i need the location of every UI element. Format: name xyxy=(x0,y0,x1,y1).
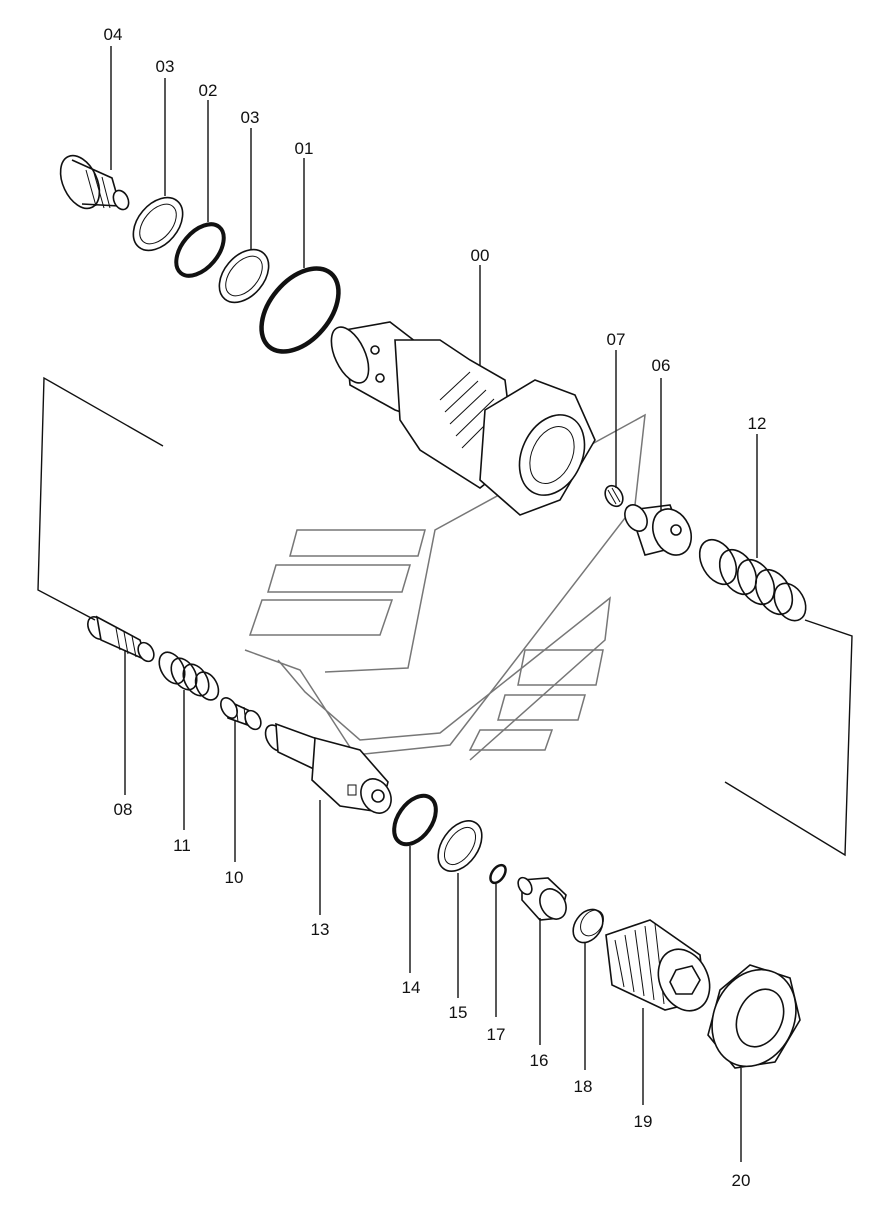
part-10-drawing xyxy=(220,697,262,731)
label-15: 15 xyxy=(449,1003,468,1022)
part-labels: 04 03 02 03 01 00 07 06 12 08 11 10 13 1… xyxy=(104,25,767,1190)
part-02-drawing xyxy=(174,222,226,278)
label-12: 12 xyxy=(748,414,767,433)
label-16: 16 xyxy=(530,1051,549,1070)
part-19-drawing xyxy=(605,919,711,1012)
label-03b: 03 xyxy=(241,108,260,127)
part-17-drawing xyxy=(489,863,507,885)
part-13-drawing xyxy=(264,722,392,814)
label-03a: 03 xyxy=(156,57,175,76)
label-02: 02 xyxy=(199,81,218,100)
label-19: 19 xyxy=(634,1112,653,1131)
part-12-drawing xyxy=(698,538,807,622)
part-01-drawing xyxy=(259,266,341,354)
label-01: 01 xyxy=(295,139,314,158)
label-11: 11 xyxy=(173,836,191,855)
label-08: 08 xyxy=(114,800,133,819)
part-16-drawing xyxy=(517,876,567,921)
part-18-drawing xyxy=(572,908,604,944)
part-00-drawing xyxy=(330,321,596,516)
label-18: 18 xyxy=(574,1077,593,1096)
part-07-drawing xyxy=(604,484,624,508)
part-03a-drawing xyxy=(132,196,184,252)
part-14-drawing xyxy=(392,793,438,847)
part-15-drawing xyxy=(437,820,483,872)
part-04-drawing xyxy=(59,154,130,211)
label-04: 04 xyxy=(104,25,123,44)
label-10: 10 xyxy=(225,868,244,887)
label-13: 13 xyxy=(311,920,330,939)
label-17: 17 xyxy=(487,1025,506,1044)
part-08-drawing xyxy=(87,615,155,663)
part-20-drawing xyxy=(707,964,801,1069)
label-00: 00 xyxy=(471,246,490,265)
label-14: 14 xyxy=(402,978,421,997)
part-06-drawing xyxy=(624,504,693,556)
label-20: 20 xyxy=(732,1171,751,1190)
part-11-drawing xyxy=(158,651,220,701)
part-03b-drawing xyxy=(218,248,270,304)
label-07: 07 xyxy=(607,330,626,349)
label-06: 06 xyxy=(652,356,671,375)
leader-lines xyxy=(110,46,758,1162)
assembly-axis-lines xyxy=(37,376,853,857)
